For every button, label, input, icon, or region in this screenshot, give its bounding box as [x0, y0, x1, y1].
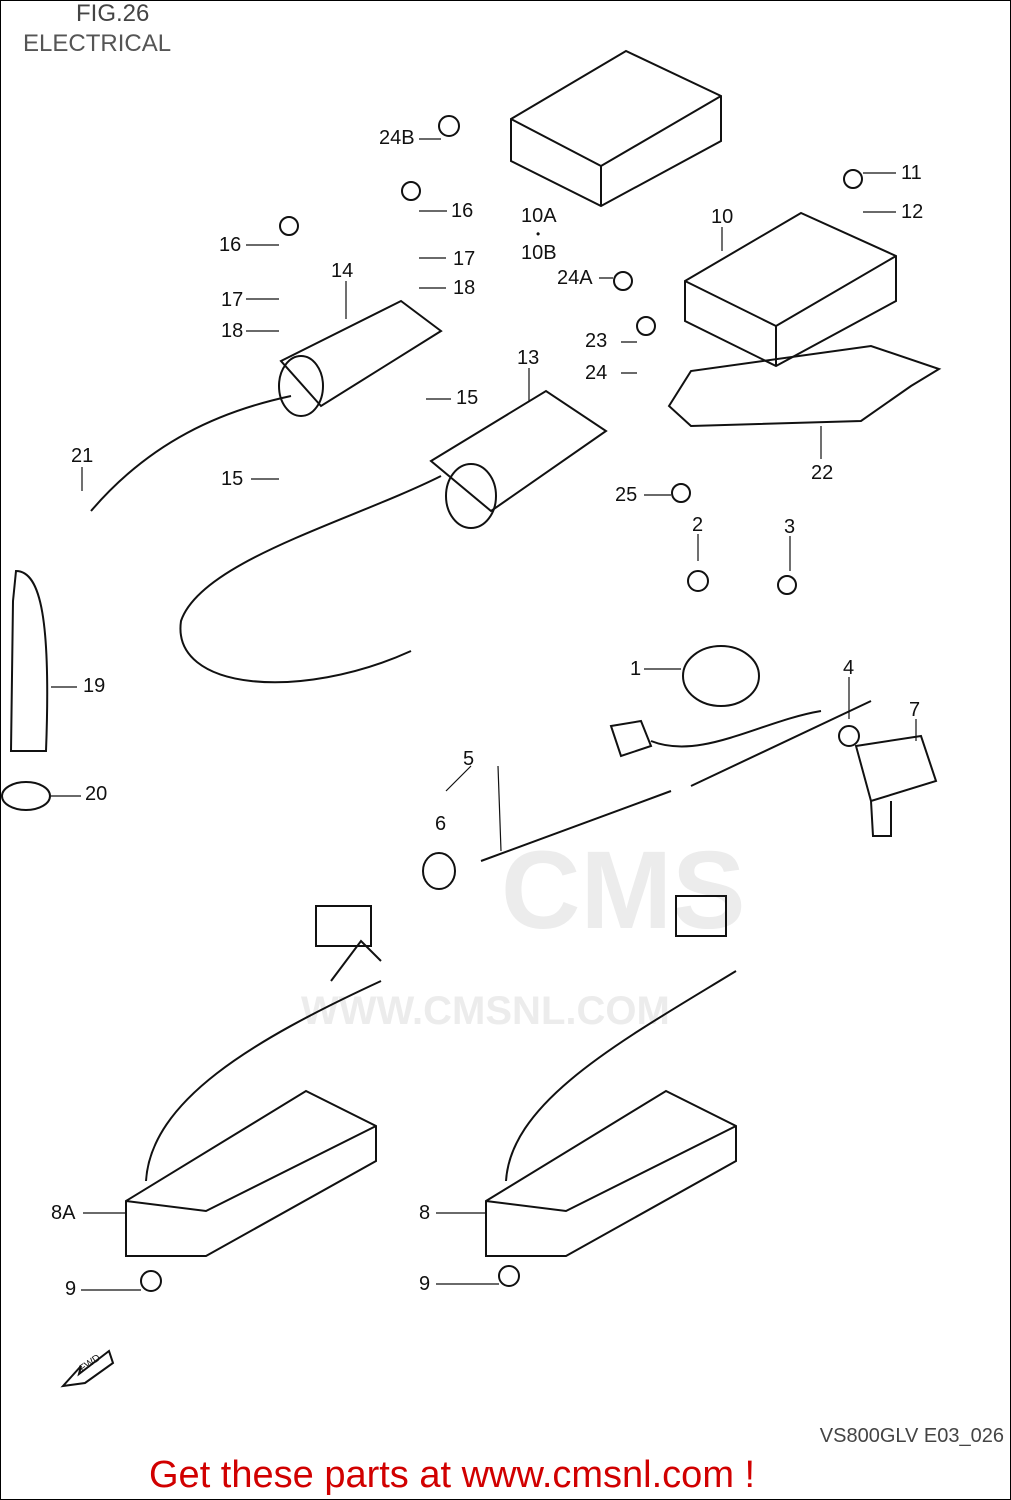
ignition-coil-14 [278, 299, 443, 417]
callout: 16 [451, 200, 474, 222]
callout: 9 [419, 1273, 431, 1295]
switch-7 [854, 734, 938, 837]
callout: 10 [711, 206, 734, 228]
callout: 4 [843, 657, 855, 679]
callout: 6 [435, 813, 447, 835]
high-tension-lead [179, 475, 442, 684]
callout: 5 [463, 748, 475, 770]
igniter-unit-10a [510, 49, 722, 208]
callout: 24 [585, 362, 608, 384]
cap-6 [422, 852, 456, 890]
connector [315, 905, 372, 947]
diagram-code: VS800GLV E03_026 [819, 1425, 1004, 1447]
callout: 7 [909, 699, 921, 721]
callout: 15 [456, 387, 479, 409]
callout-separator-dot: • [536, 227, 541, 241]
callout: 14 [331, 260, 354, 282]
regulator-8 [485, 970, 737, 1257]
seal-20 [1, 781, 51, 811]
callout: 24A [557, 267, 593, 289]
callout: 23 [585, 330, 608, 352]
callout: 9 [65, 1278, 77, 1300]
watermark-logo: CMS [501, 829, 746, 952]
callout: 21 [71, 445, 94, 467]
callout: 15 [221, 468, 244, 490]
regulator-8a [125, 939, 382, 1257]
callout: 8A [51, 1202, 76, 1224]
figure-title: ELECTRICAL [23, 30, 172, 57]
ignition-coil-13 [429, 389, 608, 529]
callout: 10A [521, 205, 557, 227]
watermark-url: WWW.CMSNL.COM [301, 989, 670, 1033]
plug-cap-19 [9, 569, 49, 752]
figure-number: FIG.26 [76, 0, 150, 27]
callout: 8 [419, 1202, 431, 1224]
callout: 18 [453, 277, 476, 299]
cta-link[interactable]: Get these parts at www.cmsnl.com ! [149, 1454, 756, 1496]
high-tension-lead [90, 395, 292, 512]
callout: 19 [83, 675, 106, 697]
callout: 24B [379, 127, 415, 149]
callout: 25 [615, 484, 638, 506]
callout: 12 [901, 201, 924, 223]
callout: 17 [453, 248, 476, 270]
callout: 10B [521, 242, 557, 264]
fwd-arrow-icon [60, 1349, 115, 1388]
callout: 11 [901, 162, 922, 184]
callout: 17 [221, 289, 244, 311]
bracket-22 [667, 344, 942, 428]
callout: 3 [784, 516, 796, 538]
callout: 16 [219, 234, 242, 256]
callout: 2 [692, 514, 704, 536]
callout: 1 [630, 658, 642, 680]
callout: 13 [517, 347, 540, 369]
starter-relay-1 [609, 645, 822, 758]
connector [675, 895, 727, 937]
wire [480, 700, 872, 862]
callout: 22 [811, 462, 834, 484]
callout: 20 [85, 783, 108, 805]
igniter-unit-10 [684, 211, 897, 368]
callout: 18 [221, 320, 244, 342]
